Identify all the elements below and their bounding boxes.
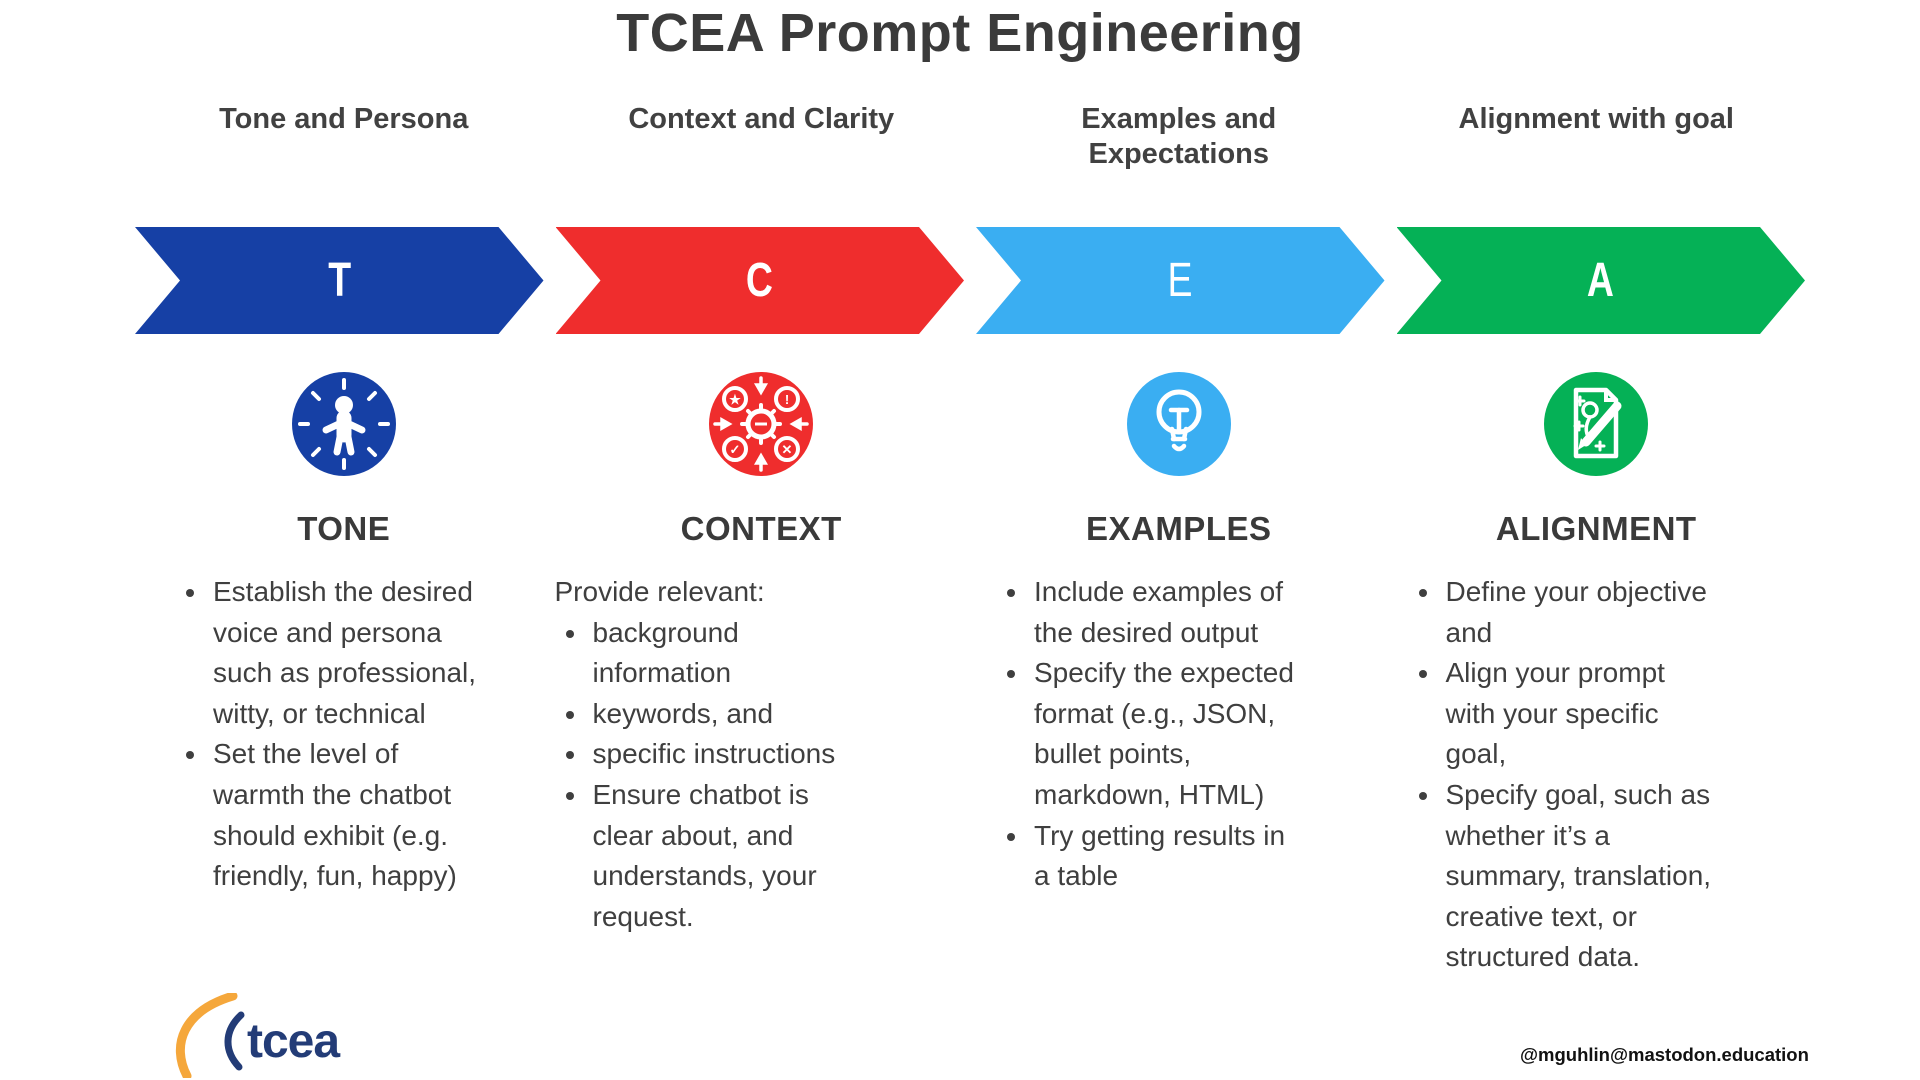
section-body-tone: Establish the desired voice and persona … bbox=[175, 572, 485, 897]
bullet-list: Include examples of the desired output S… bbox=[996, 572, 1296, 897]
content-sections: TONE Establish the desired voice and per… bbox=[135, 510, 1805, 978]
bullet-item: Include examples of the desired output bbox=[1030, 572, 1296, 653]
bullet-list: Define your objective and Align your pro… bbox=[1408, 572, 1720, 978]
column-header-alignment: Alignment with goal bbox=[1388, 102, 1806, 173]
column-header-label: Context and Clarity bbox=[628, 103, 895, 135]
lightbulb-icon bbox=[1126, 372, 1231, 476]
arrow-c: C bbox=[556, 227, 965, 334]
lightbulb-icon-svg bbox=[1156, 389, 1202, 452]
section-alignment: ALIGNMENT Define your objective and Alig… bbox=[1388, 510, 1806, 978]
bullet-item: keywords, and bbox=[589, 694, 857, 735]
column-headers-row: Tone and Persona Context and Clarity Exa… bbox=[135, 102, 1805, 173]
arrow-letter-a: A bbox=[1587, 254, 1615, 307]
section-body-examples: Include examples of the desired output S… bbox=[996, 572, 1296, 897]
bullet-list: background information keywords, and spe… bbox=[555, 613, 857, 938]
arrow-letter-t: T bbox=[327, 254, 351, 307]
bullet-item: specific instructions bbox=[589, 734, 857, 775]
arrow-a: A bbox=[1397, 227, 1806, 334]
bullet-item: background information bbox=[589, 613, 857, 694]
bullet-item: Align your prompt with your specific goa… bbox=[1442, 653, 1720, 775]
context-intro-text: Provide relevant: bbox=[554, 576, 765, 607]
bullet-list: Establish the desired voice and persona … bbox=[175, 572, 485, 897]
section-body-alignment: Define your objective and Align your pro… bbox=[1408, 572, 1720, 978]
column-header-examples: Examples and Expectations bbox=[970, 102, 1388, 173]
column-header-label: Alignment with goal bbox=[1458, 103, 1735, 135]
tcea-logo-orange-swoosh bbox=[175, 993, 238, 1078]
bullet-item: Ensure chatbot is clear about, and under… bbox=[589, 775, 857, 937]
icons-row: ★! ✓ ✕ bbox=[135, 372, 1805, 476]
bullet-item: Try getting results in a table bbox=[1030, 816, 1296, 897]
page-title: TCEA Prompt Engineering bbox=[616, 3, 1304, 63]
bullet-item: Specify the expected format (e.g., JSON,… bbox=[1030, 653, 1296, 815]
section-title-examples: EXAMPLES bbox=[1085, 510, 1272, 547]
document-pencil-icon-svg bbox=[1573, 387, 1622, 459]
tcea-logo: tcea bbox=[175, 993, 341, 1078]
arrow-letter-c: C bbox=[746, 254, 774, 307]
tcea-logo-text: tcea bbox=[247, 1015, 340, 1068]
bullet-item: Specify goal, such as whether it’s a sum… bbox=[1442, 775, 1720, 978]
chevron-arrow-band: T C E A bbox=[135, 227, 1805, 334]
section-title-context: CONTEXT bbox=[680, 510, 842, 547]
svg-text:✓: ✓ bbox=[730, 442, 741, 457]
section-examples: EXAMPLES Include examples of the desired… bbox=[970, 510, 1388, 978]
svg-text:!: ! bbox=[785, 392, 789, 407]
column-header-context: Context and Clarity bbox=[553, 102, 971, 173]
arrow-letter-e: E bbox=[1167, 254, 1193, 307]
section-title-tone: TONE bbox=[297, 510, 391, 547]
column-header-tone: Tone and Persona bbox=[135, 102, 553, 173]
column-header-label: Tone and Persona bbox=[219, 103, 469, 135]
persona-icon bbox=[291, 372, 396, 476]
section-context: CONTEXT Provide relevant: background inf… bbox=[553, 510, 971, 978]
column-header-label: Examples and Expectations bbox=[1081, 103, 1277, 171]
svg-text:★: ★ bbox=[729, 392, 741, 407]
arrow-t: T bbox=[135, 227, 544, 334]
persona-icon-svg bbox=[297, 378, 390, 470]
bullet-item: Define your objective and bbox=[1442, 572, 1720, 653]
section-title-alignment: ALIGNMENT bbox=[1495, 510, 1697, 547]
gear-settings-icon-svg: ★! ✓ ✕ bbox=[713, 376, 809, 472]
section-body-context: Provide relevant: background information… bbox=[555, 572, 857, 937]
gear-settings-icon: ★! ✓ ✕ bbox=[709, 372, 814, 476]
arrow-e: E bbox=[976, 227, 1385, 334]
tcea-logo-navy-crescent bbox=[224, 1011, 245, 1071]
mastodon-handle: @mguhlin@mastodon.education bbox=[1520, 1044, 1809, 1065]
document-pencil-icon bbox=[1544, 372, 1649, 476]
section-tone: TONE Establish the desired voice and per… bbox=[135, 510, 553, 978]
bullet-item: Set the level of warmth the chatbot shou… bbox=[209, 734, 485, 896]
svg-text:✕: ✕ bbox=[782, 442, 793, 457]
bullet-item: Establish the desired voice and persona … bbox=[209, 572, 485, 734]
